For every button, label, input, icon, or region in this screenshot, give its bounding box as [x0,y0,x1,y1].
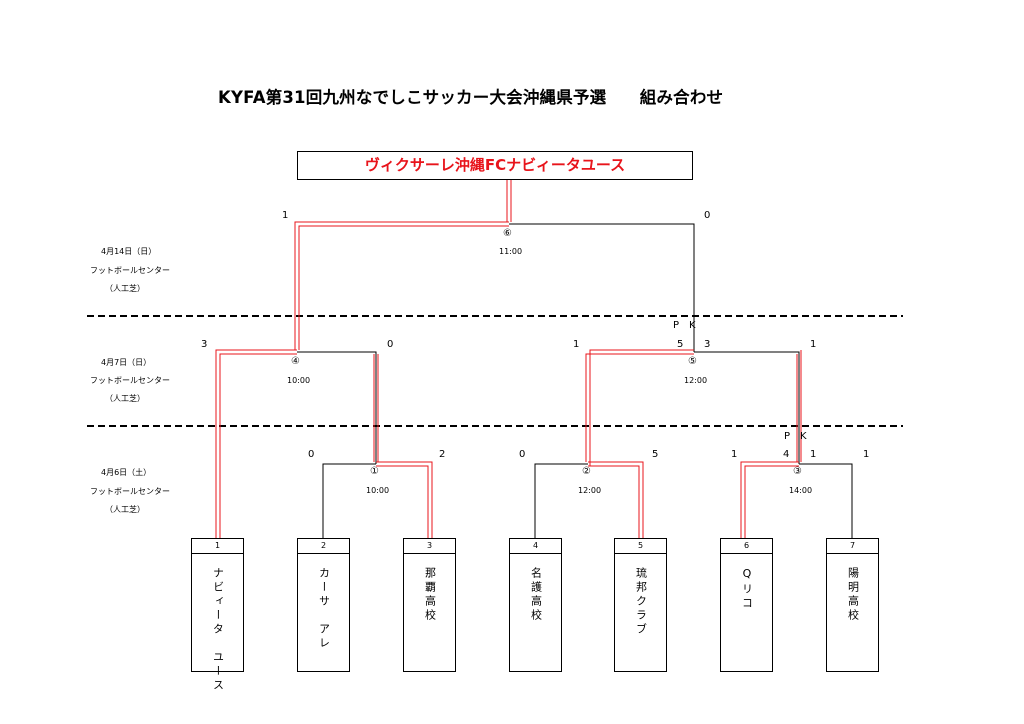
m5-score-right: 1 [810,339,817,350]
m5-pk-right: 3 [704,339,711,350]
semi-turf: （人工芝） [105,394,145,403]
semi-date: 4月7日（日） [101,358,152,367]
m3-time: 14:00 [789,486,813,495]
m3-pk-label: P K [784,431,807,442]
team-name: ナビィータ ユース [211,567,225,693]
m3-score-right: 1 [863,449,870,460]
bracket-winner-lines [215,180,802,538]
team-box-2: 2 カーサ アレ [297,538,350,672]
team-name: 名護高校 [529,567,543,623]
m2-time: 12:00 [578,486,602,495]
first-turf: （人工芝） [105,505,145,514]
m4-score-right: 0 [387,339,394,350]
m5-score-left: 1 [573,339,580,350]
m1-label: ① [370,466,379,477]
team-number: 7 [827,539,878,554]
m1-score-right: 2 [439,449,446,460]
team-name: 琉邦クラブ [634,567,648,637]
team-box-3: 3 那覇高校 [403,538,456,672]
m5-pk-label: P K [673,320,696,331]
first-date: 4月6日（土） [101,468,152,477]
team-box-7: 7 陽明高校 [826,538,879,672]
semi-venue: フットボールセンター [90,376,170,385]
team-number: 3 [404,539,455,554]
final-venue: フットボールセンター [90,266,170,275]
m3-pk-left: 4 [783,449,790,460]
page-title: KYFA第31回九州なでしこサッカー大会沖縄県予選 組み合わせ [218,88,724,107]
m4-score-left: 3 [201,339,208,350]
team-number: 6 [721,539,772,554]
team-name: 陽明高校 [846,567,860,623]
m1-score-left: 0 [308,449,315,460]
team-box-6: 6 Qリコ [720,538,773,672]
m2-score-right: 5 [652,449,659,460]
team-box-5: 5 琉邦クラブ [614,538,667,672]
team-number: 5 [615,539,666,554]
m6-time: 11:00 [499,247,523,256]
team-number: 4 [510,539,561,554]
m3-label: ③ [793,466,802,477]
champion-box: ヴィクサーレ沖縄FCナビィータユース [297,151,693,180]
m6-label: ⑥ [503,228,512,239]
m6-score-right: 0 [704,210,711,221]
m5-time: 12:00 [684,376,708,385]
team-name: 那覇高校 [423,567,437,623]
m4-label: ④ [291,356,300,367]
team-box-4: 4 名護高校 [509,538,562,672]
bracket-black-lines [297,223,853,538]
m5-pk-left: 5 [677,339,684,350]
m5-label: ⑤ [688,356,697,367]
m4-time: 10:00 [287,376,311,385]
m6-score-left: 1 [282,210,289,221]
final-turf: （人工芝） [105,284,145,293]
team-box-1: 1 ナビィータ ユース [191,538,244,693]
final-date: 4月14日（日） [101,247,157,256]
m2-label: ② [582,466,591,477]
m3-score-left: 1 [731,449,738,460]
team-number: 2 [298,539,349,554]
m3-pk-right: 1 [810,449,817,460]
team-name: Qリコ [740,567,754,611]
team-name: カーサ アレ [317,567,331,651]
m2-score-left: 0 [519,449,526,460]
team-number: 1 [192,539,243,554]
m1-time: 10:00 [366,486,390,495]
first-venue: フットボールセンター [90,487,170,496]
